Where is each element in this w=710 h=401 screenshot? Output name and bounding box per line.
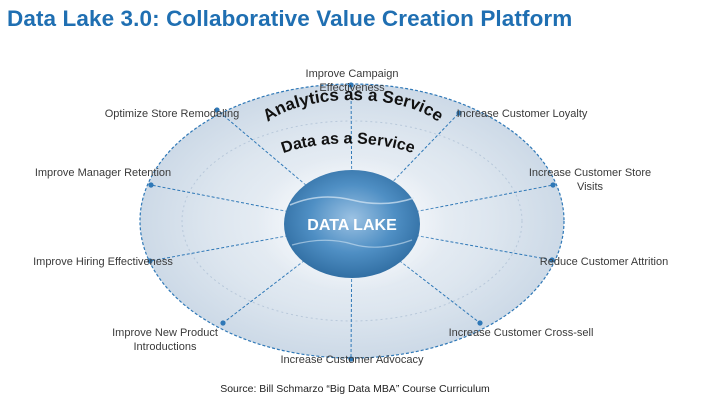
spoke-line [351, 184, 554, 225]
spoke-label: Increase Customer Cross-sell [448, 327, 594, 339]
spoke-label: Increase Customer Loyalty [456, 108, 588, 120]
lake-wave [289, 196, 415, 206]
spoke-line [216, 109, 353, 225]
spoke-dot [148, 182, 154, 188]
spoke-line [351, 223, 553, 261]
spoke-label: Improve Hiring Effectiveness [33, 256, 173, 268]
spoke-dot [220, 320, 226, 326]
data-lake-label: DATA LAKE [307, 217, 397, 234]
spoke-dot [549, 257, 555, 263]
spoke-label: Improve Campaign Effectiveness [305, 68, 399, 94]
ring-guide [181, 120, 523, 322]
spoke-line [350, 84, 353, 225]
spoke-label: Increase Customer Advocacy [280, 354, 424, 366]
spoke-label: Improve New Product Introductions [112, 327, 218, 353]
spoke-label: Optimize Store Remodeling [104, 108, 240, 120]
lake-wave [291, 239, 413, 248]
page-title: Data Lake 3.0: Collaborative Value Creat… [7, 6, 573, 31]
spoke-label: Increase Customer Store Visits [528, 167, 652, 193]
spoke-dot [550, 182, 556, 188]
spoke-line [150, 184, 353, 225]
spoke-dot [147, 258, 153, 264]
spoke-label: Reduce Customer Attrition [539, 256, 669, 268]
spoke-dot [214, 107, 220, 113]
spoke-dot [477, 320, 483, 326]
source-caption: Source: Bill Schmarzo “Big Data MBA” Cou… [220, 383, 490, 395]
spoke-dot [456, 110, 462, 116]
spoke-line [149, 223, 353, 262]
spoke-dot [348, 356, 354, 362]
spoke-dot [348, 82, 354, 88]
spoke-label: Improve Manager Retention [34, 167, 172, 179]
